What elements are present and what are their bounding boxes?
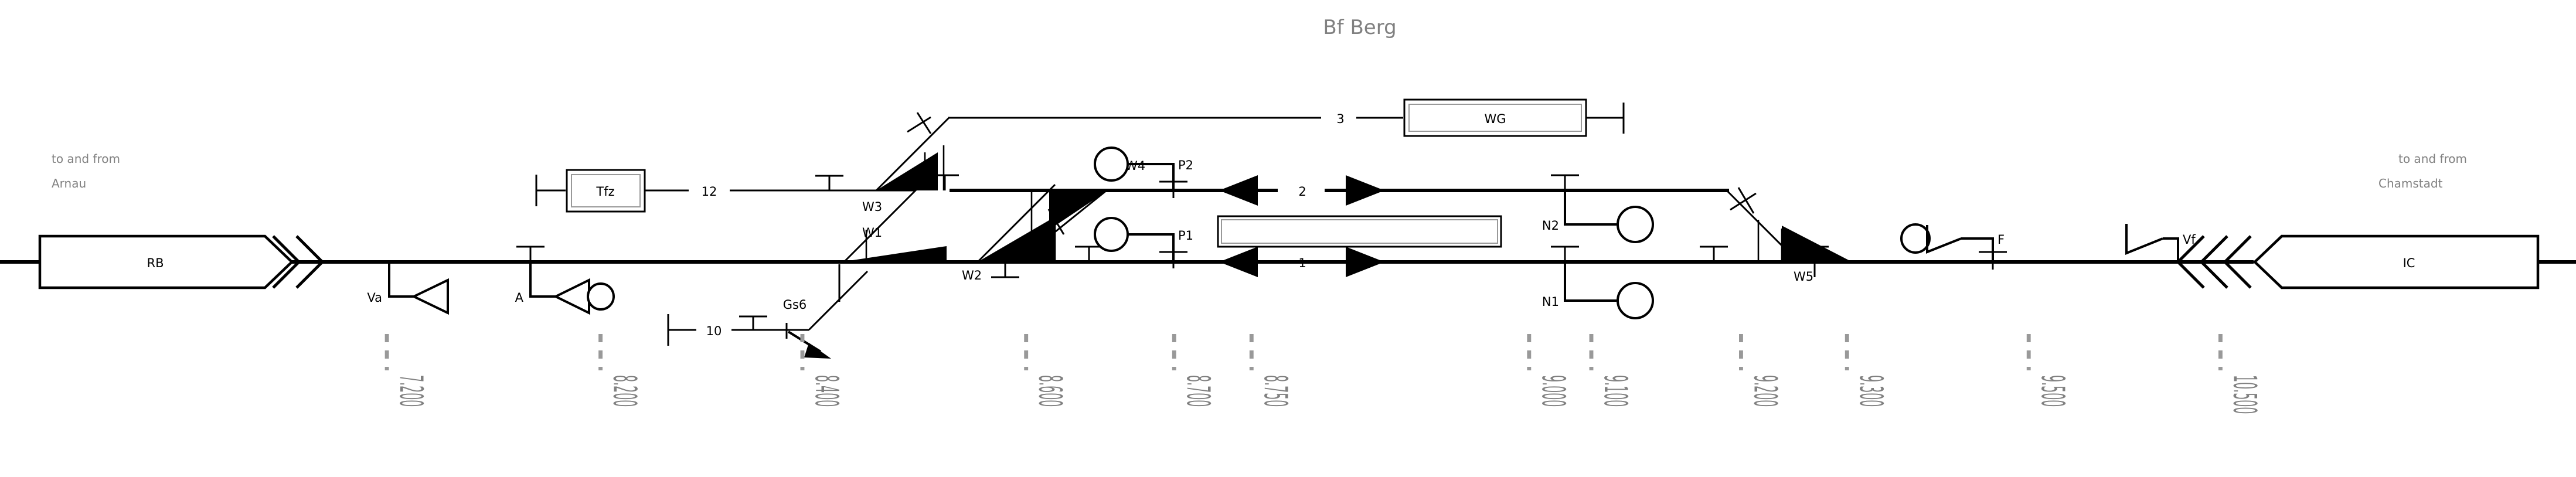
signal-a-label: A (515, 291, 524, 305)
siding-track-3: 3 (907, 112, 1403, 134)
signal-p2[interactable]: P2 (1094, 146, 1193, 198)
km-marker-label: 9.100 (1597, 375, 1635, 407)
facility-box-tfz-label: Tfz (595, 185, 614, 199)
km-marker-label: 8.600 (1032, 375, 1069, 407)
direction-left-line2: Arnau (52, 176, 86, 190)
km-marker: 9.200 (1739, 334, 1784, 407)
switch-w5[interactable]: W5 (1700, 187, 1852, 284)
km-marker: 8.700 (1172, 334, 1217, 407)
track-10-number: 10 (706, 324, 722, 338)
km-marker: 8.400 (800, 334, 846, 407)
track-1-number: 1 (1298, 256, 1306, 270)
km-marker: 7.200 (384, 334, 430, 407)
switch-w1[interactable]: W1 (841, 189, 947, 263)
switch-w3[interactable]: W3 (862, 116, 951, 214)
track-3-number: 3 (1336, 112, 1344, 126)
derailer-gs6[interactable]: Gs6 (783, 298, 831, 359)
km-marker-label: 10.500 (2226, 375, 2264, 414)
platform (1217, 215, 1502, 248)
facility-box-wg[interactable]: WG (1403, 98, 1625, 137)
km-marker: 8.600 (1024, 334, 1069, 407)
signal-f[interactable]: F (1900, 223, 2007, 270)
direction-right-line1: to and from (2398, 152, 2467, 166)
km-markers: 7.200 8.200 8.400 8.600 8.700 8.750 9.00… (384, 334, 2264, 414)
km-marker-label: 8.400 (808, 375, 846, 407)
main-line-track-2: 2 (950, 175, 1729, 206)
signal-vf[interactable]: Vf (2125, 224, 2196, 262)
km-marker: 9.300 (1845, 334, 1890, 407)
switch-w5-label: W5 (1794, 270, 1813, 284)
switch-w1-label: W1 (862, 226, 882, 240)
km-marker: 8.750 (1249, 334, 1295, 407)
km-marker-label: 9.300 (1853, 375, 1890, 407)
track-joint-marks (931, 174, 1103, 278)
switch-w3-label: W3 (862, 200, 882, 214)
km-marker-label: 9.000 (1534, 375, 1572, 407)
km-marker: 9.500 (2026, 334, 2072, 407)
track-2-number: 2 (1298, 185, 1306, 199)
signal-p1[interactable]: P1 (1094, 217, 1193, 268)
signal-p1-label: P1 (1178, 229, 1193, 243)
signal-f-label: F (1997, 233, 2005, 247)
km-marker: 9.000 (1527, 334, 1573, 407)
km-marker-label: 9.200 (1747, 375, 1784, 407)
signal-n1-label: N1 (1542, 295, 1559, 309)
direction-left-line1: to and from (52, 152, 120, 166)
track-12-number: 12 (702, 185, 717, 199)
km-marker-label: 8.200 (606, 375, 644, 407)
signal-a[interactable]: A (515, 246, 615, 315)
train-rb[interactable]: RB (38, 234, 325, 289)
signal-va-label: Va (367, 291, 382, 305)
signal-vf-label: Vf (2183, 233, 2196, 247)
facility-box-wg-label: WG (1484, 112, 1506, 126)
track-1-markings: 1 (1219, 247, 1384, 277)
siding-track-10: 10 (667, 264, 869, 346)
km-marker: 10.500 (2218, 334, 2264, 414)
train-rb-label: RB (147, 256, 164, 270)
derailer-gs6-label: Gs6 (783, 298, 807, 312)
signal-n2-label: N2 (1542, 219, 1559, 233)
km-marker-label: 7.200 (393, 375, 430, 407)
switch-w2[interactable]: W2 (962, 183, 1056, 282)
signal-n1[interactable]: N1 (1542, 246, 1654, 319)
direction-right-line2: Chamstadt (2378, 176, 2443, 190)
km-marker: 9.100 (1589, 334, 1635, 407)
km-marker-label: 9.500 (2034, 375, 2072, 407)
switch-w2-label: W2 (962, 268, 982, 282)
signal-n2[interactable]: N2 (1542, 174, 1654, 243)
km-marker-label: 8.750 (1257, 375, 1295, 407)
train-ic-label: IC (2403, 256, 2415, 270)
km-marker-label: 8.700 (1180, 375, 1217, 407)
km-marker: 8.200 (598, 334, 644, 407)
signal-p2-label: P2 (1178, 158, 1193, 172)
signal-va[interactable]: Va (367, 262, 449, 315)
page-title: Bf Berg (1323, 16, 1396, 39)
facility-box-tfz[interactable]: Tfz (566, 169, 646, 213)
